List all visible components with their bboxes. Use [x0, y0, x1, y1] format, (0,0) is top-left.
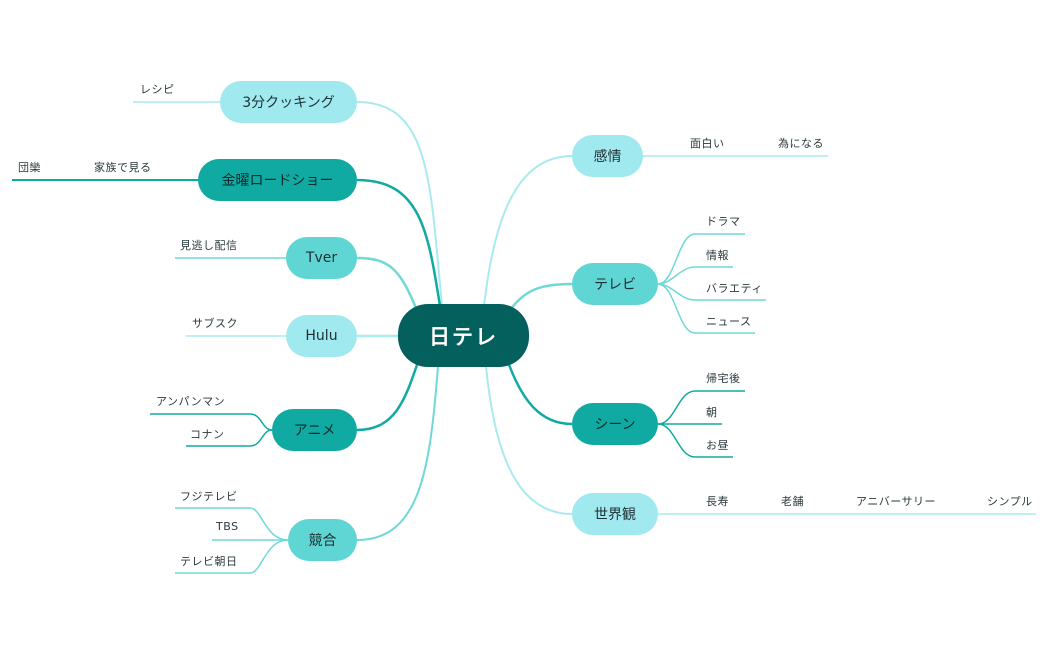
link-kyogo — [356, 365, 439, 541]
leaf-line-scene-3 — [657, 423, 733, 458]
leaf-tbs[interactable]: TBS — [216, 520, 239, 533]
branch-scene[interactable]: シーン — [572, 403, 658, 445]
leaf-asa[interactable]: 朝 — [706, 406, 718, 419]
leaf-line-terebi-4 — [657, 283, 755, 334]
leaf-kitakugo[interactable]: 帰宅後 — [706, 372, 741, 385]
link-terebi — [509, 282, 573, 311]
leaf-line-kyogo-1 — [175, 507, 289, 541]
branch-kanjo[interactable]: 感情 — [572, 135, 643, 177]
leaf-line-scene-1 — [657, 390, 745, 425]
leaf-recipe[interactable]: レシピ — [140, 83, 175, 96]
leaf-minogashi[interactable]: 見逃し配信 — [180, 239, 238, 252]
link-scene — [506, 361, 573, 426]
leaf-tvasahi[interactable]: テレビ朝日 — [180, 555, 238, 568]
root-node[interactable]: 日テレ — [398, 304, 529, 367]
branch-kinyo[interactable]: 金曜ロードショー — [198, 159, 357, 201]
leaf-line-anime-2 — [186, 429, 273, 447]
leaf-choju[interactable]: 長寿 — [706, 495, 729, 508]
leaf-simple[interactable]: シンプル — [987, 495, 1033, 508]
branch-hulu[interactable]: Hulu — [286, 315, 357, 357]
leaf-omoshiroi[interactable]: 面白い — [690, 137, 725, 150]
leaf-news[interactable]: ニュース — [706, 315, 752, 328]
branch-anime[interactable]: アニメ — [272, 409, 357, 451]
leaf-conan[interactable]: コナン — [190, 428, 225, 441]
leaf-line-anime-1 — [150, 413, 273, 431]
link-kinyo — [356, 178, 442, 307]
leaf-shinise[interactable]: 老舗 — [781, 495, 804, 508]
branch-kyogo[interactable]: 競合 — [288, 519, 357, 561]
leaf-ohiru[interactable]: お昼 — [706, 439, 729, 452]
leaf-line-kyogo-3 — [175, 539, 289, 574]
link-tver — [356, 256, 418, 309]
leaf-drama[interactable]: ドラマ — [706, 215, 741, 228]
leaf-line-terebi-2 — [657, 266, 733, 285]
leaf-danran[interactable]: 団欒 — [18, 161, 41, 174]
leaf-tameninaru[interactable]: 為になる — [778, 137, 824, 150]
branch-sekaikan[interactable]: 世界観 — [572, 493, 658, 535]
leaf-variety[interactable]: バラエティ — [706, 282, 763, 295]
leaf-anniversary[interactable]: アニバーサリー — [856, 495, 937, 508]
branch-terebi[interactable]: テレビ — [572, 263, 658, 305]
leaf-anpanman[interactable]: アンパンマン — [156, 395, 226, 408]
link-cooking — [356, 101, 443, 307]
link-kanjo — [483, 155, 573, 307]
leaf-subsc[interactable]: サブスク — [192, 317, 238, 330]
branch-tver[interactable]: Tver — [286, 237, 357, 279]
leaf-joho[interactable]: 情報 — [706, 249, 729, 262]
link-sekaikan — [485, 365, 573, 515]
branch-cooking[interactable]: 3分クッキング — [220, 81, 357, 123]
link-anime — [356, 361, 420, 432]
leaf-kazoku[interactable]: 家族で見る — [94, 161, 152, 174]
leaf-fujitv[interactable]: フジテレビ — [180, 490, 238, 503]
leaf-line-terebi-1 — [657, 233, 745, 285]
